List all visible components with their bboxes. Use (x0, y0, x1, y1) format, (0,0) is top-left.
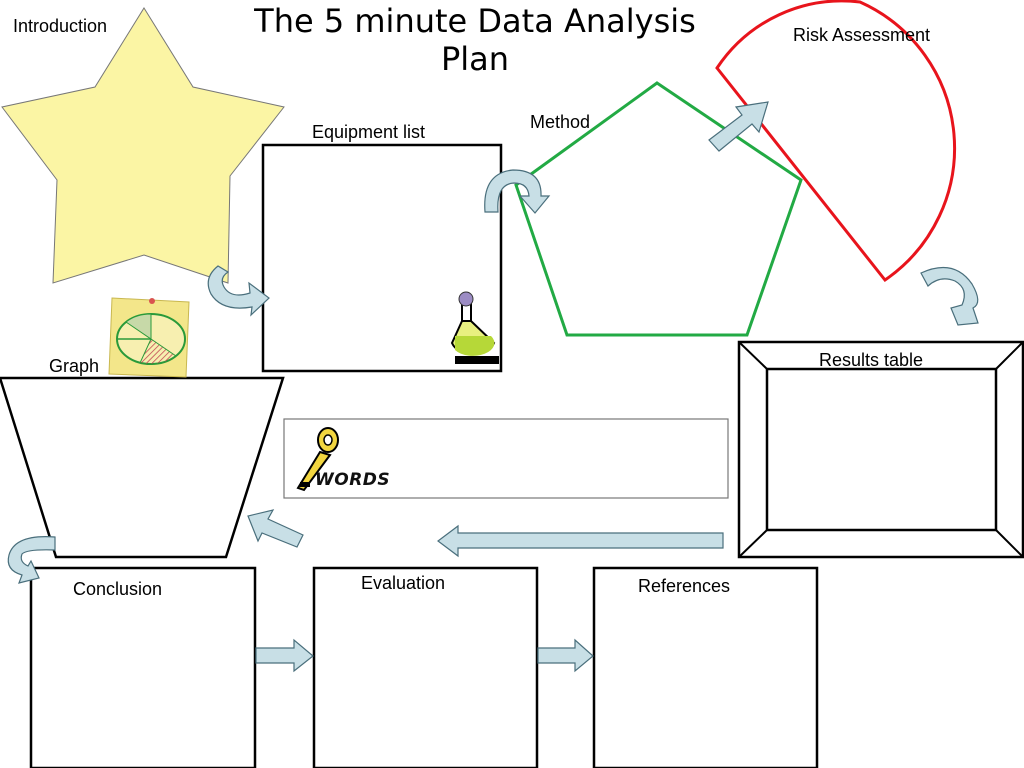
page-title: The 5 minute Data Analysis Plan (220, 2, 730, 78)
introduction-label: Introduction (13, 16, 108, 36)
equipment-list-label: Equipment list (312, 122, 426, 142)
curved-arrow-star-to-equipment (207, 265, 270, 317)
page-title-line-1: The 5 minute Data Analysis (254, 2, 696, 40)
introduction-star (1, 7, 285, 284)
references-box (592, 566, 819, 768)
flask-icon (450, 291, 499, 364)
risk-assessment-shape (715, 0, 957, 283)
conclusion-box (29, 566, 257, 768)
risk-assessment-label: Risk Assessment (793, 25, 931, 45)
arrow-conclusion-to-evaluation (255, 638, 314, 673)
key-icon (296, 427, 339, 492)
pie-chart-note-icon (108, 297, 190, 378)
evaluation-label: Evaluation (361, 573, 446, 593)
method-label: Method (530, 112, 591, 132)
curved-arrow-equipment-to-method (484, 169, 551, 214)
references-label: References (638, 576, 731, 596)
graph-trapezoid (0, 376, 285, 559)
curved-arrow-risk-to-results (920, 266, 979, 326)
evaluation-box (312, 566, 539, 768)
arrow-method-to-risk (708, 101, 769, 152)
results-table-label: Results table (819, 350, 924, 370)
arrow-results-to-keywords (437, 524, 724, 558)
conclusion-label: Conclusion (73, 579, 163, 599)
key-words-box (283, 418, 729, 499)
graph-label: Graph (49, 356, 100, 376)
method-pentagon (514, 81, 803, 337)
page-title-line-2: Plan (440, 40, 510, 78)
arrow-evaluation-to-references (537, 638, 594, 673)
results-table-frame (737, 340, 1024, 559)
key-words-text: WORDS (315, 470, 391, 490)
curved-arrow-graph-to-conclusion (7, 536, 56, 584)
arrow-keywords-to-graph (247, 509, 304, 548)
